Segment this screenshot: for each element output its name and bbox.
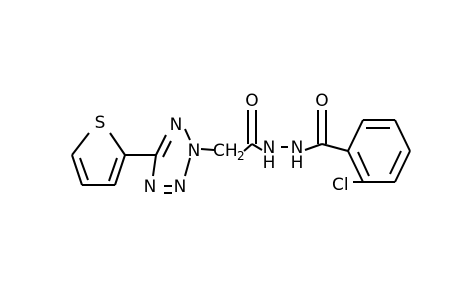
hydrogen-label-nh2: H xyxy=(291,153,304,173)
nitrogen-label-n1: N xyxy=(188,141,201,161)
bond-c2-c3-inner xyxy=(108,157,118,182)
oxygen-label-1: O xyxy=(245,91,258,111)
nitrogen-label-n2: N xyxy=(174,177,187,197)
nitrogen-label-n4: N xyxy=(170,115,183,135)
bond-carbonyl-nh xyxy=(251,143,263,151)
chlorine-label: Cl xyxy=(332,175,349,195)
bond-ch2-carbonyl xyxy=(243,143,253,152)
bond-n1-n2 xyxy=(184,157,191,177)
bond-n2-ch2 xyxy=(200,148,215,151)
ch2-label: CH xyxy=(213,141,238,161)
sulfur-label: S xyxy=(95,113,106,133)
bond-n4-n1 xyxy=(184,128,191,141)
thiophene-ring xyxy=(71,132,126,186)
bond-b6-b1-inner xyxy=(357,151,370,177)
bond-c5-n4-inner xyxy=(162,140,172,158)
bond-b3-b4 xyxy=(394,119,411,152)
bond-c5-s xyxy=(71,132,90,156)
bond-carbonyl2-phenyl xyxy=(321,143,349,152)
tetrazole-ring xyxy=(152,128,191,194)
bond-b4-b5 xyxy=(394,150,411,183)
bond-b1-b2 xyxy=(347,119,364,152)
nitrogen-label-nh2: N xyxy=(291,138,304,158)
bond-c4-c5 xyxy=(71,154,83,186)
benzene-ring xyxy=(347,119,411,183)
oxygen-label-2: O xyxy=(315,91,328,111)
hydrogen-label-nh1: H xyxy=(263,153,276,173)
ch2-subscript: 2 xyxy=(237,149,245,163)
bond-c4-c5-inner xyxy=(79,157,89,181)
bond-s-c2 xyxy=(109,132,126,156)
bond-nh-carbonyl2 xyxy=(304,143,323,151)
bond-b4-b5-inner xyxy=(389,150,402,175)
bond-n3-c5 xyxy=(152,154,157,177)
bond-c5-n4 xyxy=(155,134,167,156)
bond-c2-c3 xyxy=(114,154,126,186)
bond-b6-b1 xyxy=(347,150,364,183)
nitrogen-label-nh1: N xyxy=(263,138,276,158)
nitrogen-label-n3: N xyxy=(144,177,157,197)
